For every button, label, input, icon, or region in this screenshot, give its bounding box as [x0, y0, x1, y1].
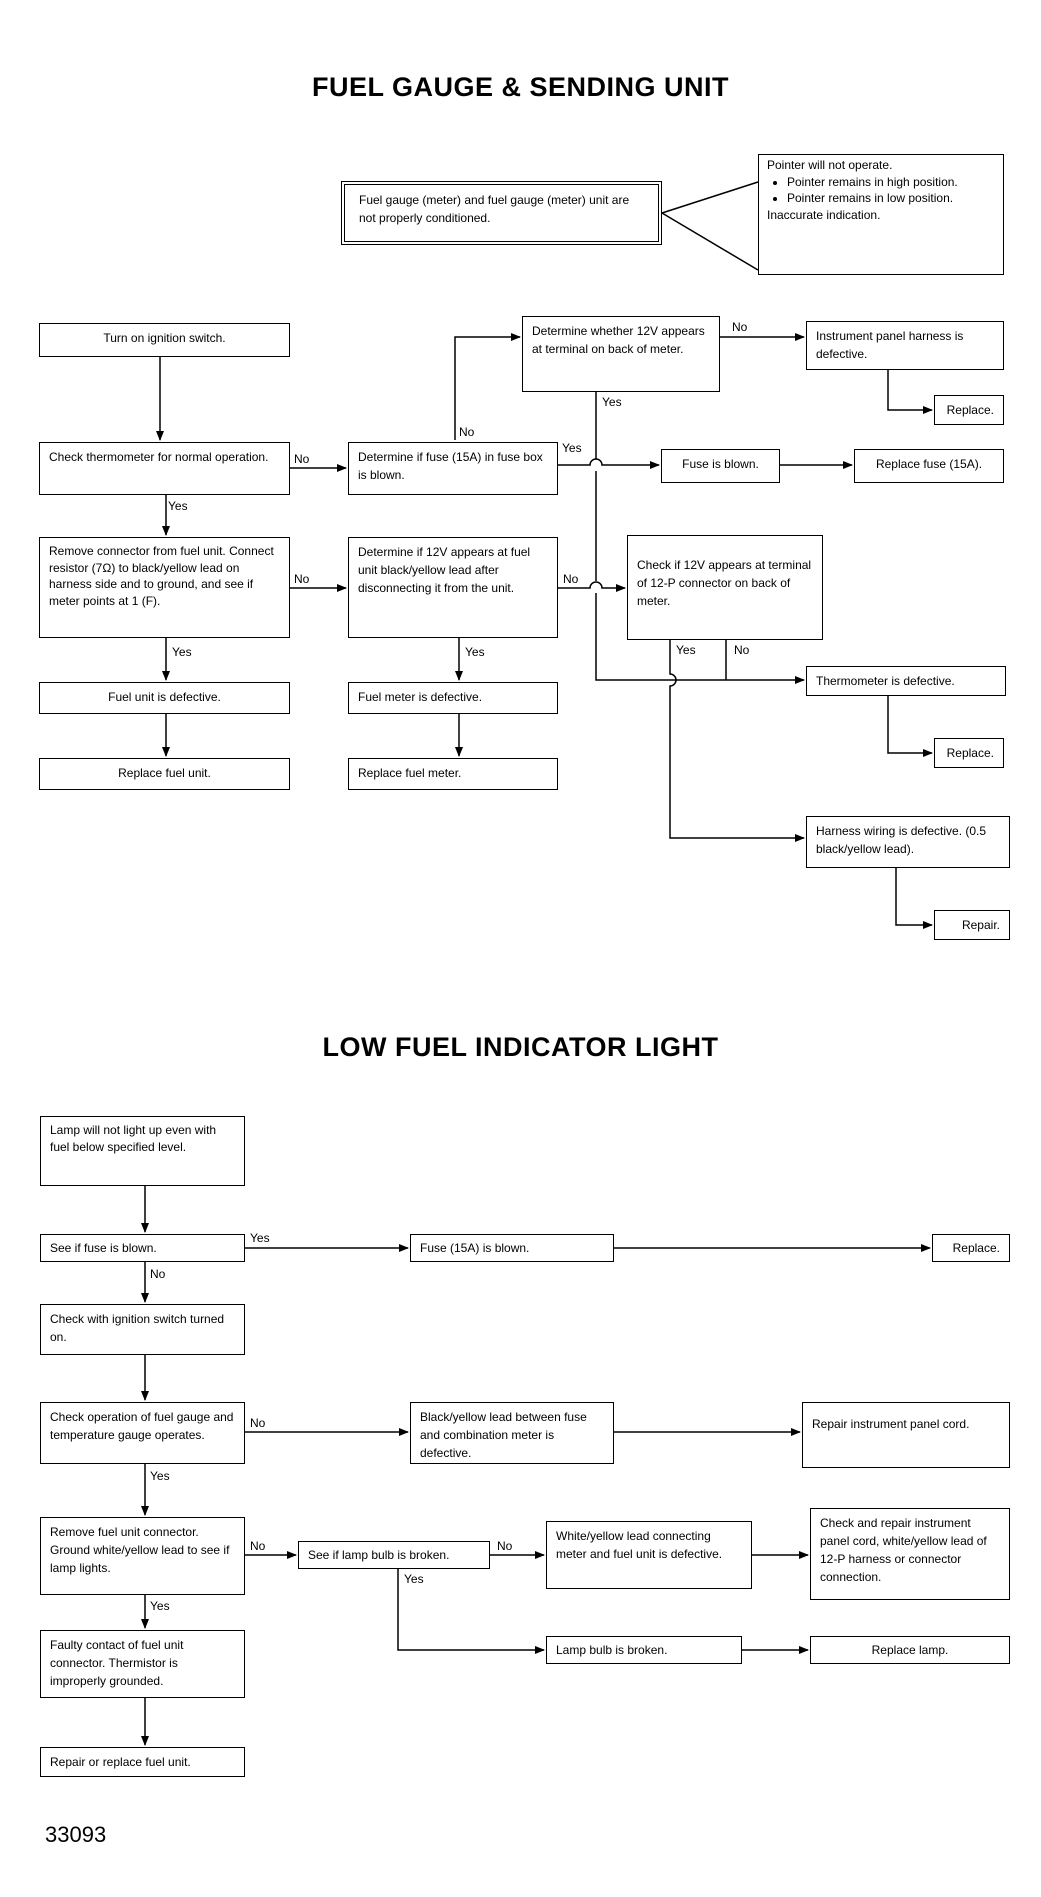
lf-result-lead-defective: Black/yellow lead between fuse and combi… [410, 1402, 614, 1464]
lf-action-replace-1: Replace. [932, 1234, 1010, 1262]
action-replace-meter: Replace fuel meter. [348, 758, 558, 790]
result-thermometer-defective: Thermometer is defective. [806, 666, 1006, 696]
action-repair: Repair. [934, 910, 1010, 940]
lf-action-repair-cord: Repair instrument panel cord. [802, 1402, 1010, 1468]
label-no: No [459, 425, 475, 439]
label-yes: Yes [150, 1469, 170, 1483]
symptom-list: Pointer remains in high position. Pointe… [767, 174, 995, 207]
result-wiring-defective: Harness wiring is defective. (0.5 black/… [806, 816, 1010, 868]
summary-text: Fuel gauge (meter) and fuel gauge (meter… [359, 193, 630, 225]
lf-action-repair-replace: Repair or replace fuel unit. [40, 1747, 245, 1777]
step-remove-connector: Remove connector from fuel unit. Connect… [39, 537, 290, 638]
label-no: No [150, 1267, 166, 1281]
result-fuel-unit-defective: Fuel unit is defective. [39, 682, 290, 714]
summary-box: Fuel gauge (meter) and fuel gauge (meter… [341, 181, 662, 245]
label-no: No [294, 572, 310, 586]
lf-step-gauge-check: Check operation of fuel gauge and temper… [40, 1402, 245, 1464]
lf-result-faulty: Faulty contact of fuel unit connector. T… [40, 1630, 245, 1698]
result-fuse-blown: Fuse is blown. [661, 449, 780, 483]
action-replace-2: Replace. [934, 738, 1004, 768]
label-no: No [734, 643, 750, 657]
symptom-line-2: Inaccurate indication. [767, 207, 881, 222]
label-no: No [732, 320, 748, 334]
label-yes: Yes [562, 441, 582, 455]
symptom-bullet: Pointer remains in high position. [787, 174, 995, 191]
result-meter-defective: Fuel meter is defective. [348, 682, 558, 714]
step-12v-meter: Determine whether 12V appears at termina… [522, 316, 720, 392]
lf-result-bulb-broken: Lamp bulb is broken. [546, 1636, 742, 1664]
step-fuse-check: Determine if fuse (15A) in fuse box is b… [348, 442, 558, 495]
action-replace-1: Replace. [934, 395, 1004, 425]
symptoms-box: Pointer will not operate. Pointer remain… [758, 154, 1004, 275]
label-yes: Yes [602, 395, 622, 409]
lf-step-ignition: Check with ignition switch turned on. [40, 1304, 245, 1355]
lf-result-wy-lead: White/yellow lead connecting meter and f… [546, 1521, 752, 1589]
low-fuel-title: LOW FUEL INDICATOR LIGHT [322, 1032, 719, 1062]
action-replace-fuse: Replace fuse (15A). [854, 449, 1004, 483]
step-thermo-check: Check thermometer for normal operation. [39, 442, 290, 495]
lf-action-replace-lamp: Replace lamp. [810, 1636, 1010, 1664]
step-12v-connector: Check if 12V appears at terminal of 12-P… [627, 535, 823, 640]
lf-step-bulb-check: See if lamp bulb is broken. [298, 1541, 490, 1569]
label-yes: Yes [465, 645, 485, 659]
label-no: No [250, 1416, 266, 1430]
label-yes: Yes [404, 1572, 424, 1586]
lf-step-fuse-check: See if fuse is blown. [40, 1234, 245, 1262]
fuel-gauge-title: FUEL GAUGE & SENDING UNIT [311, 72, 730, 102]
label-no: No [294, 452, 310, 466]
label-no: No [497, 1539, 513, 1553]
label-no: No [563, 572, 579, 586]
label-yes: Yes [150, 1599, 170, 1613]
label-yes: Yes [172, 645, 192, 659]
label-no: No [250, 1539, 266, 1553]
lf-action-check-repair: Check and repair instrument panel cord, … [810, 1508, 1010, 1600]
symptom-line-1: Pointer will not operate. [767, 158, 893, 172]
step-12v-fuel-unit: Determine if 12V appears at fuel unit bl… [348, 537, 558, 638]
lf-step-lamp: Lamp will not light up even with fuel be… [40, 1116, 245, 1186]
result-harness-defective: Instrument panel harness is defective. [806, 321, 1004, 370]
figure-number: 33093 [45, 1822, 107, 1847]
label-yes: Yes [168, 499, 188, 513]
label-yes: Yes [676, 643, 696, 657]
step-ignition: Turn on ignition switch. [39, 323, 290, 357]
label-yes: Yes [250, 1231, 270, 1245]
symptom-bullet: Pointer remains in low position. [787, 190, 995, 207]
action-replace-fuel-unit: Replace fuel unit. [39, 758, 290, 790]
lf-step-remove-connector: Remove fuel unit connector. Ground white… [40, 1517, 245, 1595]
lf-result-fuse-blown: Fuse (15A) is blown. [410, 1234, 614, 1262]
